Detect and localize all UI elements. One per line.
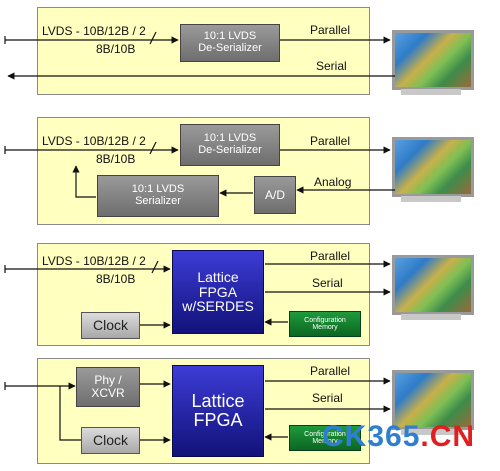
ad-converter-block: A/D bbox=[254, 176, 296, 214]
config-memory-block: Configuration Memory bbox=[289, 311, 361, 337]
deserializer-block: 10:1 LVDS De-Serializer bbox=[180, 124, 280, 166]
encoding-label: 8B/10B bbox=[96, 152, 136, 166]
display-icon bbox=[392, 255, 474, 320]
fpga-block: Lattice FPGA bbox=[172, 365, 264, 457]
display-icon bbox=[392, 30, 474, 95]
lvds-label: LVDS - 10B/12B / 2 bbox=[42, 134, 146, 148]
watermark-logo: CK365.CN bbox=[322, 420, 476, 453]
fpga-serdes-block: Lattice FPGA w/SERDES bbox=[172, 250, 264, 334]
parallel-label: Parallel bbox=[310, 249, 351, 263]
deserializer-block: 10:1 LVDS De-Serializer bbox=[180, 24, 280, 62]
serializer-block: 10:1 LVDS Serializer bbox=[97, 175, 219, 217]
serial-label: Serial bbox=[312, 391, 343, 405]
parallel-label: Parallel bbox=[310, 23, 351, 37]
encoding-label: 8B/10B bbox=[96, 272, 136, 286]
serial-label: Serial bbox=[316, 59, 347, 73]
display-icon bbox=[392, 137, 474, 202]
phy-xcvr-block: Phy / XCVR bbox=[76, 367, 140, 407]
parallel-label: Parallel bbox=[310, 134, 351, 148]
parallel-label: Parallel bbox=[310, 364, 351, 378]
lvds-label: LVDS - 10B/12B / 2 bbox=[42, 254, 146, 268]
encoding-label: 8B/10B bbox=[96, 42, 136, 56]
config-memory-block: Configuration Memory bbox=[289, 425, 361, 451]
lvds-label: LVDS - 10B/12B / 2 bbox=[42, 24, 146, 38]
display-icon bbox=[392, 370, 474, 435]
analog-label: Analog bbox=[314, 175, 352, 189]
clock-block: Clock bbox=[81, 427, 140, 454]
clock-block: Clock bbox=[81, 312, 140, 339]
serial-label: Serial bbox=[312, 276, 343, 290]
